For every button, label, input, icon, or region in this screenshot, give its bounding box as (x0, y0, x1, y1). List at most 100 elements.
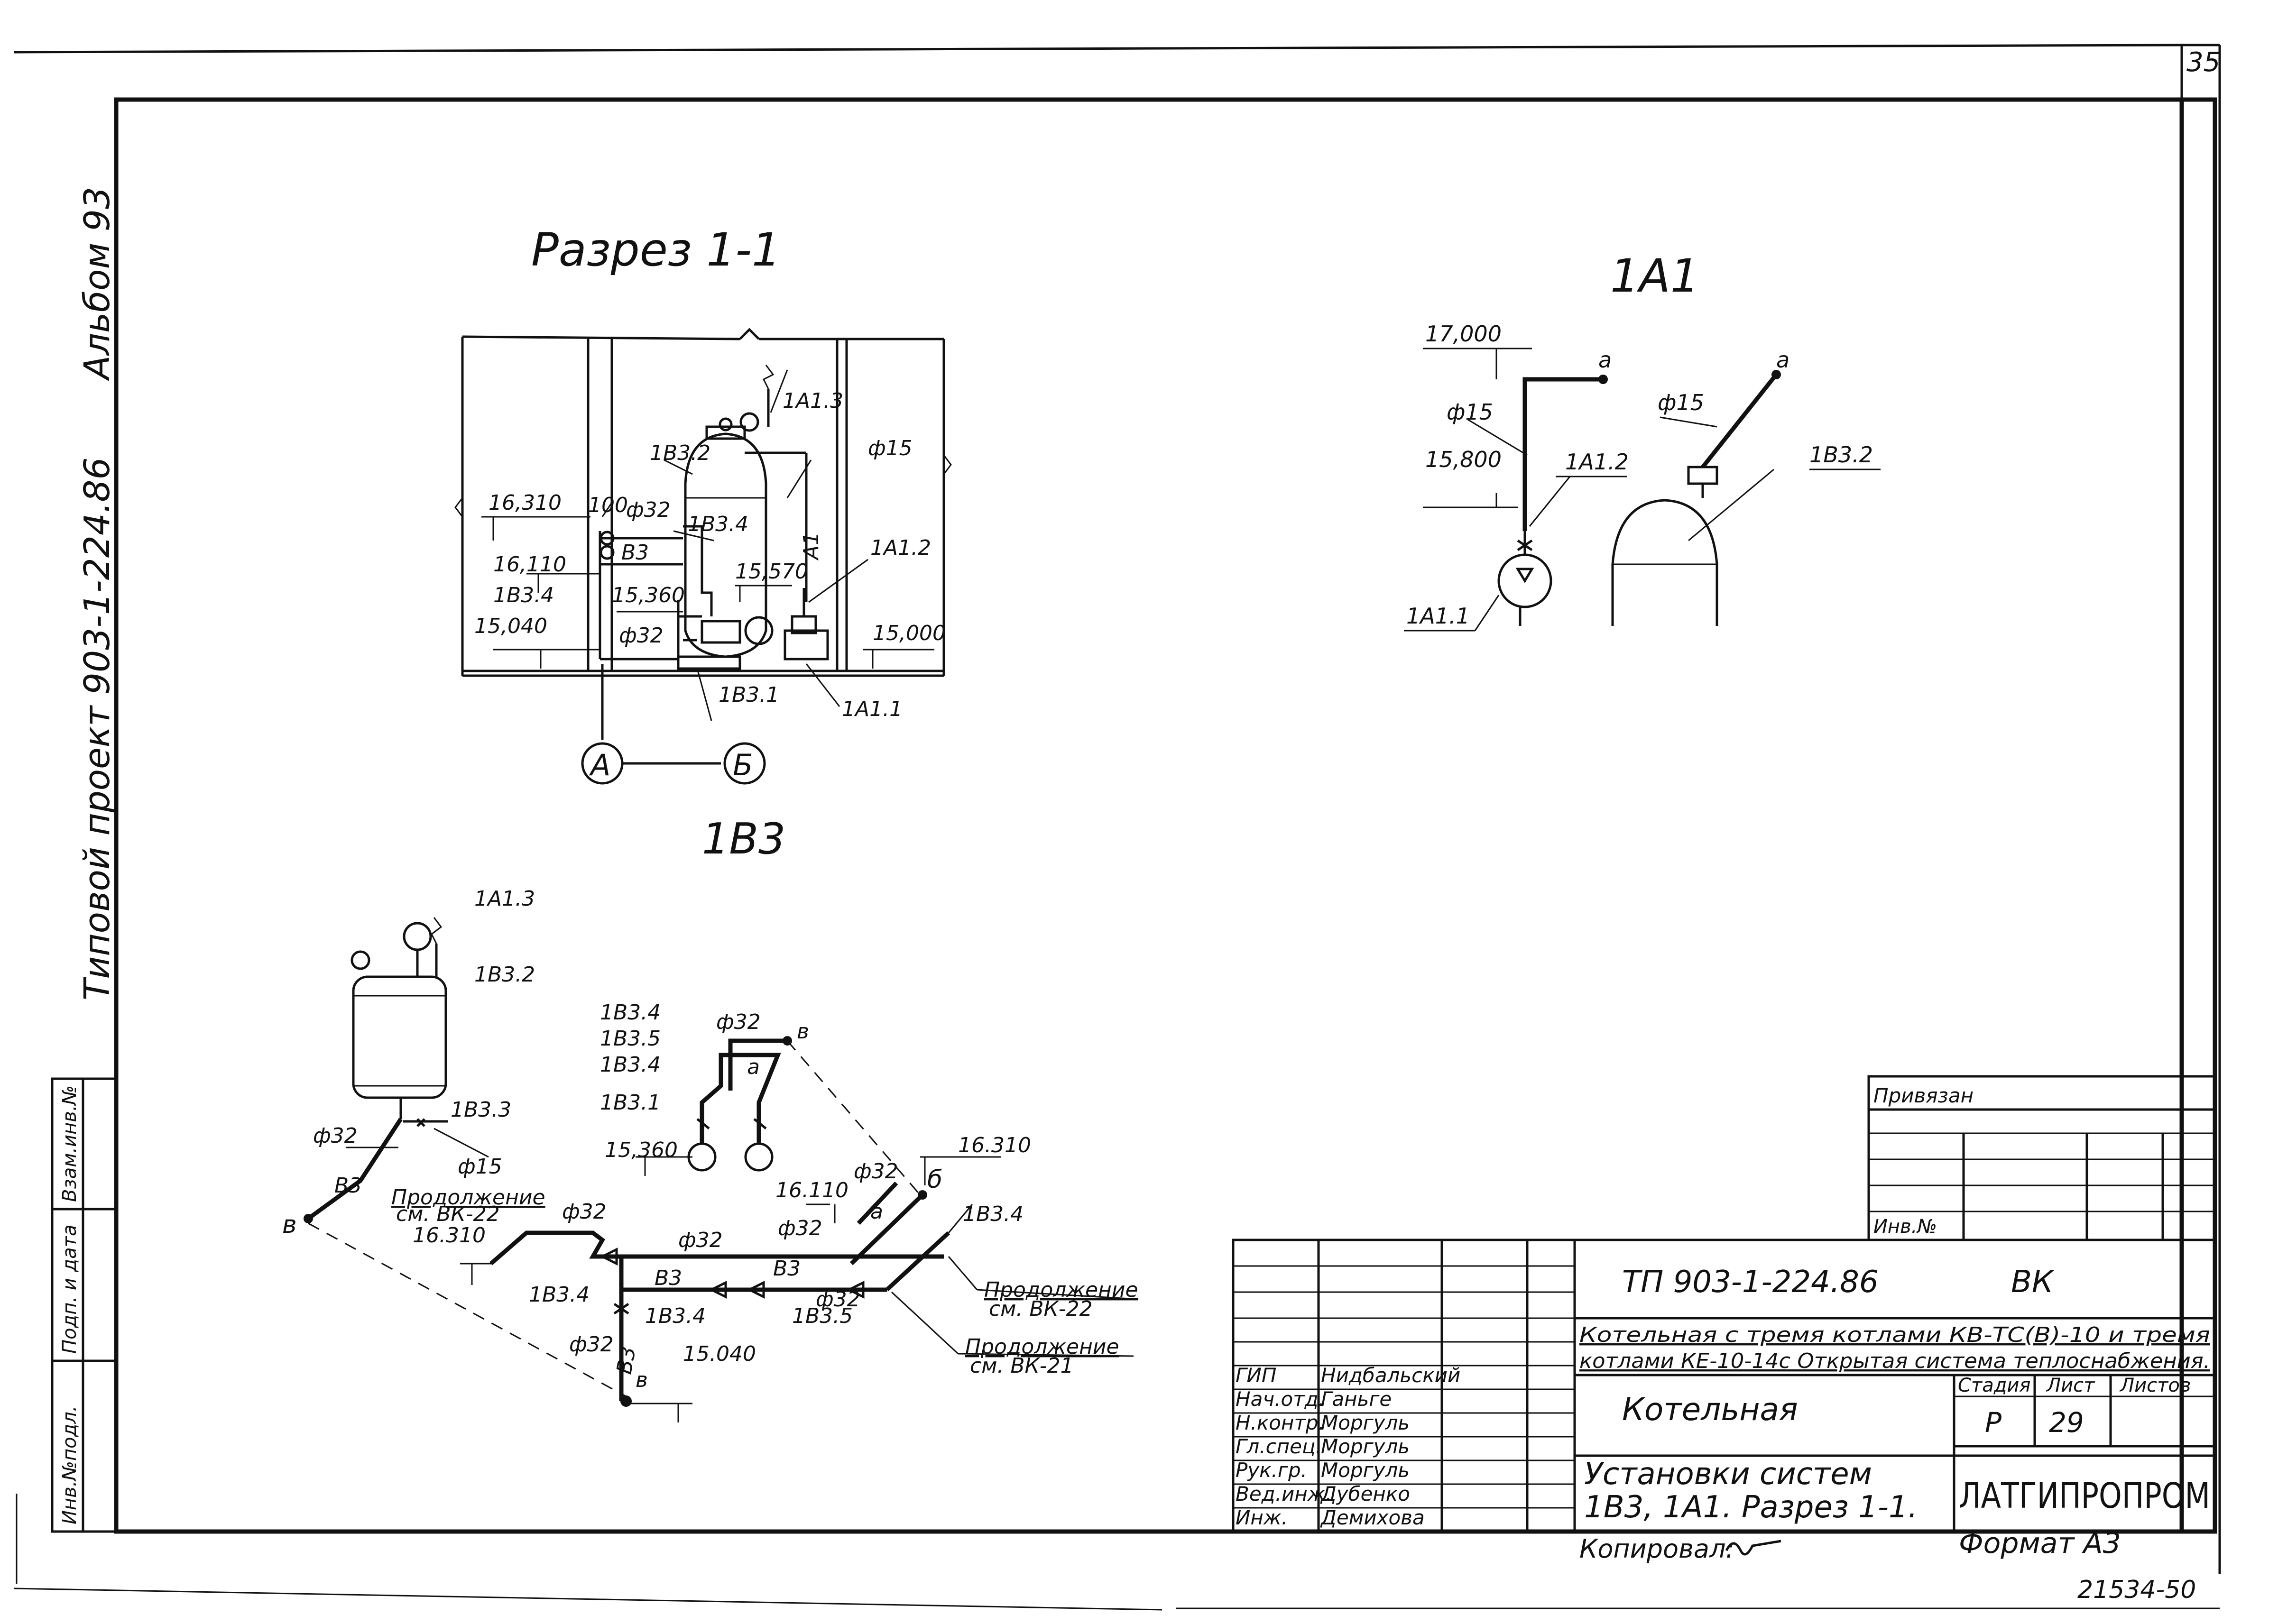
a1-phi15-left: ф15 (1447, 399, 1493, 425)
section-elevation-marks (481, 516, 934, 669)
b3-phi32-b: ф32 (562, 1200, 607, 1224)
side-captions: Типовой проект 903-1-224.86 Альбом 93 (77, 187, 118, 1000)
b3-point-a2: а (870, 1200, 883, 1224)
format-note: Формат А3 (1959, 1527, 2121, 1560)
b3-phi32-g: ф32 (816, 1287, 860, 1312)
b3-title: 1В3 (702, 814, 785, 864)
b3-point-b: б (927, 1165, 942, 1194)
a1-view (1404, 348, 1881, 632)
b3-cont-3: Продолжение (965, 1335, 1119, 1359)
b3-pump-1b35: 1В3.5 (600, 1027, 661, 1051)
tb-object: Котельная (1622, 1391, 1798, 1428)
b3-el-16110: 16.110 (775, 1178, 849, 1202)
axis-a: А (589, 748, 610, 782)
b3-phi32-f: ф32 (778, 1216, 822, 1240)
tb-name: Ганьге (1321, 1387, 1392, 1411)
b3-cont-1: Продолжение (391, 1185, 545, 1210)
sec-el-15570: 15,570 (735, 560, 808, 584)
stamp-inv-number: Инв.№ (1873, 1216, 1937, 1238)
copy-signature (1725, 1540, 1781, 1556)
b3-pump-1b34b: 1В3.4 (600, 1053, 661, 1077)
tb-name: Дубенко (1320, 1482, 1410, 1505)
b3-phi32-e: ф32 (854, 1159, 898, 1184)
sec-label-1a12: 1А1.2 (870, 536, 931, 560)
tb-drawing-2: 1В3, 1А1. Разрез 1-1. (1584, 1490, 1918, 1525)
tb-col-stage: Стадия (1958, 1375, 2030, 1396)
section-title: Разрез 1-1 (531, 223, 781, 276)
sec-label-phi32b: ф32 (619, 624, 664, 648)
b3-b3-a: В3 (334, 1174, 362, 1198)
a1-label-1b32: 1В3.2 (1809, 442, 1873, 468)
sec-label-b3: В3 (621, 541, 649, 565)
b3-b3-b: В3 (655, 1266, 682, 1290)
title-block: ТП 903-1-224.86 ВК Котельная с тремя кот… (1232, 1239, 2216, 1533)
copy-note: Копировал: (1579, 1534, 1734, 1564)
a1-label-1a11: 1А1.1 (1406, 603, 1470, 629)
b3-cont-3-ref: см. ВК-21 (970, 1354, 1074, 1378)
a1-point-a-left: а (1598, 347, 1612, 373)
a1-point-a-right: а (1776, 347, 1789, 373)
b3-pump-1b34: 1В3.4 (600, 1000, 661, 1025)
tb-company: ЛАТГИПРОПРОМ (1959, 1476, 2210, 1516)
tb-role: Н.контр. (1236, 1411, 1325, 1434)
stamp-replaced-inv: Взам.инв.№ (59, 1085, 81, 1202)
b3-pump-point-v: в (797, 1019, 809, 1044)
axis-b: Б (733, 748, 753, 782)
sec-el-16110: 16,110 (493, 552, 566, 577)
a1-labels: 17,000 15,800 ф15 ф15 а а 1А1.2 1В3.2 1А… (1406, 321, 1873, 629)
tb-sheet-no: 29 (2049, 1406, 2084, 1439)
b3-point-v-bottom: в (636, 1368, 648, 1392)
sec-label-1b34b: 1В3.4 (493, 583, 554, 607)
tb-role: Нач.отд. (1236, 1387, 1325, 1411)
tb-name: Демихова (1320, 1506, 1425, 1529)
b3-label-1a13: 1А1.3 (474, 887, 535, 911)
b3-label-1b33: 1В3.3 (451, 1098, 511, 1122)
sec-el-15000: 15,000 (873, 621, 946, 645)
project-caption: Типовой проект 903-1-224.86 (77, 457, 118, 1000)
b3-label-1b35: 1В3.5 (792, 1304, 853, 1328)
a1-label-1a12: 1А1.2 (1565, 449, 1629, 475)
tb-code: ТП 903-1-224.86 (1622, 1265, 1879, 1300)
a1-el-15800: 15,800 (1425, 447, 1502, 472)
binding-stamp: Привязан Инв.№ (1867, 1075, 2216, 1241)
sec-el-15040: 15,040 (474, 614, 547, 638)
album-caption: Альбом 93 (77, 187, 118, 381)
sec-label-100: 100 (588, 493, 628, 517)
tb-name: Моргуль (1321, 1459, 1410, 1482)
tb-name: Нидбальский (1321, 1364, 1460, 1387)
b3-view (304, 917, 1139, 1422)
page-number: 35 (2186, 47, 2220, 78)
b3-labels: 1А1.3 1В3.2 1В3.3 ф32 ф15 В3 в Продолжен… (282, 887, 1138, 1392)
section-labels: 1А1.3 1В3.2 ф15 1А1.2 1А1.1 1В3.1 1В3.4 … (474, 389, 946, 721)
b3-cont-1-ref: см. ВК-22 (396, 1202, 500, 1226)
sec-label-1b31: 1В3.1 (719, 683, 779, 707)
b3-label-1b34c: 1В3.4 (963, 1202, 1024, 1226)
b3-phi15: ф15 (458, 1155, 502, 1179)
sec-label-phi32: ф32 (626, 498, 671, 522)
stamp-sign-date: Подп. и дата (59, 1225, 81, 1354)
b3-phi32-d: ф32 (569, 1332, 614, 1357)
tb-stage: Р (1985, 1406, 2002, 1439)
tb-role: ГИП (1236, 1364, 1276, 1387)
stamp-privyazan: Привязан (1873, 1084, 1974, 1107)
b3-el-16310a: 16.310 (413, 1223, 486, 1248)
a1-el-17000: 17,000 (1425, 321, 1502, 347)
b3-phi32-c: ф32 (678, 1228, 723, 1252)
b3-phi32-a: ф32 (313, 1124, 358, 1148)
b3-valves (416, 1118, 865, 1315)
b3-el-15360: 15,360 (605, 1138, 678, 1162)
section-view (454, 328, 952, 785)
b3-b3-d: В3 (612, 1345, 641, 1376)
tb-role: Инж. (1236, 1506, 1288, 1529)
bottom-code: 21534-50 (2077, 1576, 2196, 1604)
sec-label-1b34: 1В3.4 (688, 512, 748, 536)
b3-pump-1b31: 1В3.1 (600, 1091, 661, 1115)
a1-phi15-right: ф15 (1658, 390, 1704, 415)
b3-label-1b34a: 1В3.4 (529, 1283, 590, 1307)
sec-label-1b32: 1В3.2 (650, 441, 710, 465)
tb-col-sheets: Листов (2119, 1375, 2191, 1396)
b3-el-16310b: 16.310 (958, 1133, 1031, 1157)
a1-title: 1А1 (1610, 249, 1699, 303)
tb-roles: ГИП Нидбальский Нач.отд. Ганьге Н.контр.… (1236, 1364, 1460, 1529)
